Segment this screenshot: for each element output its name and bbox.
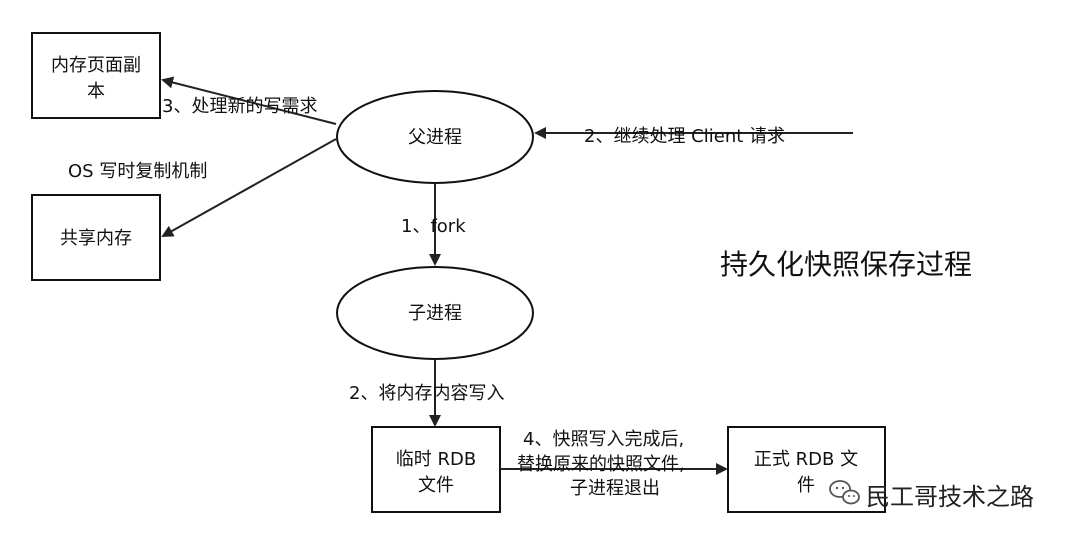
edge-label-write-request: 3、处理新的写需求 [162,96,317,117]
node-parent-process-label: 父进程 [408,127,462,148]
node-temp-rdb: 临时 RDB 文件 [371,426,501,513]
edge-parent-to-page-copy [161,76,337,125]
edge-label-fork: 1、fork [401,216,466,237]
edge-label-replace-line2: 替换原来的快照文件, [517,454,685,475]
node-page-copy-label-line2: 本 [87,81,105,102]
node-child-process-label: 子进程 [408,303,462,324]
edge-label-write-memory: 2、将内存内容写入 [349,383,504,404]
edge-label-replace-line3: 子进程退出 [570,478,660,499]
watermark: 民工哥技术之路 [829,480,1034,511]
node-final-rdb-label-line1: 正式 RDB 文 [754,449,858,470]
node-parent-process: 父进程 [336,90,534,184]
watermark-text: 民工哥技术之路 [866,483,1034,511]
edge-label-replace-line1: 4、快照写入完成后, [523,429,684,450]
edge-label-copy-on-write: OS 写时复制机制 [68,161,207,182]
wechat-icon [829,480,860,505]
edge-parent-to-shared-memory [161,138,337,237]
node-page-copy: 内存页面副 本 [31,32,161,119]
diagram-title: 持久化快照保存过程 [720,248,972,281]
edge-label-client-requests: 2、继续处理 Client 请求 [584,126,785,147]
node-page-copy-label-line1: 内存页面副 [51,55,141,76]
node-final-rdb: 正式 RDB 文 件 [727,426,886,513]
node-temp-rdb-label-line2: 文件 [418,475,454,496]
node-shared-memory-label: 共享内存 [60,228,132,249]
node-temp-rdb-label-line1: 临时 RDB [396,449,476,470]
node-final-rdb-label-line2: 件 [797,475,815,496]
node-shared-memory: 共享内存 [31,194,161,281]
node-child-process: 子进程 [336,266,534,360]
